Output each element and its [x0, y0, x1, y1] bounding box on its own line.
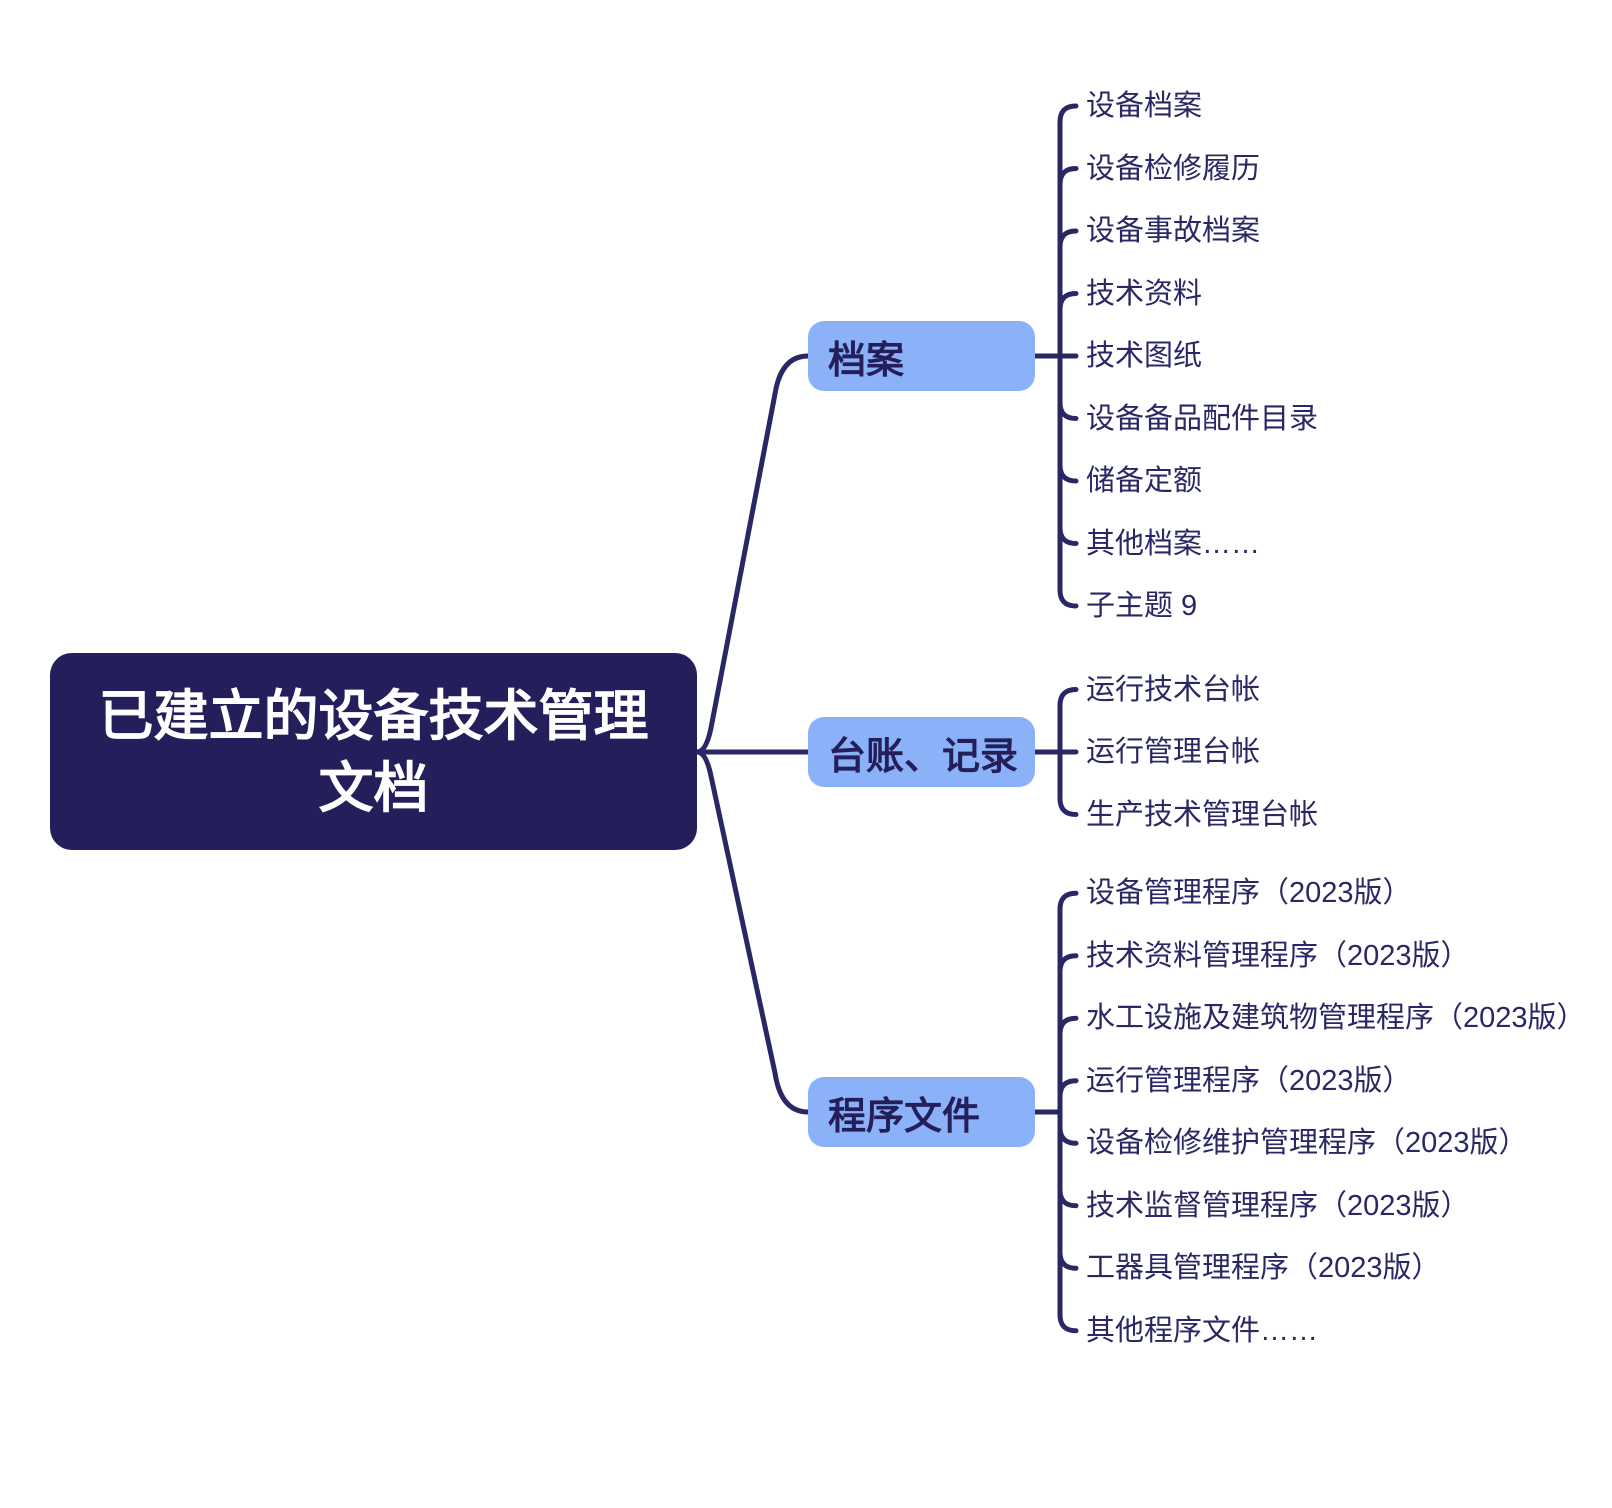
leaf-topic[interactable]: 技术监督管理程序（2023版） — [1086, 1189, 1470, 1222]
root-topic[interactable]: 已建立的设备技术管理文档 — [50, 653, 697, 850]
leaf-topic[interactable]: 其他程序文件…… — [1086, 1314, 1319, 1347]
leaf-topic[interactable]: 技术资料 — [1086, 277, 1203, 310]
leaf-topic[interactable]: 设备检修维护管理程序（2023版） — [1086, 1127, 1528, 1160]
leaf-topic[interactable]: 子主题 9 — [1086, 590, 1198, 622]
leaf-topic[interactable]: 技术图纸 — [1086, 340, 1203, 372]
leaf-topic[interactable]: 设备备品配件目录 — [1086, 402, 1319, 435]
branch-topic-ledgers-records[interactable]: 台账、记录 — [808, 717, 1035, 787]
leaf-topic[interactable]: 生产技术管理台帐 — [1086, 798, 1319, 831]
leaf-topic[interactable]: 运行管理台帐 — [1086, 736, 1261, 768]
leaf-topic[interactable]: 设备事故档案 — [1086, 215, 1261, 247]
branch-topic-procedure-files[interactable]: 程序文件 — [808, 1077, 1035, 1147]
branch-topic-archives[interactable]: 档案 — [808, 321, 1035, 391]
leaf-topic[interactable]: 工器具管理程序（2023版） — [1086, 1252, 1441, 1285]
leaf-topic[interactable]: 设备档案 — [1086, 90, 1203, 122]
leaf-topic[interactable]: 设备管理程序（2023版） — [1086, 877, 1412, 910]
leaf-topic[interactable]: 运行管理程序（2023版） — [1086, 1064, 1412, 1097]
leaf-topic[interactable]: 运行技术台帐 — [1086, 673, 1261, 706]
leaf-topic[interactable]: 水工设施及建筑物管理程序（2023版） — [1086, 1002, 1586, 1035]
leaf-topic[interactable]: 设备检修履历 — [1086, 152, 1261, 185]
leaf-topic[interactable]: 储备定额 — [1086, 465, 1203, 497]
leaf-topic[interactable]: 技术资料管理程序（2023版） — [1086, 939, 1470, 972]
leaf-topic[interactable]: 其他档案…… — [1086, 527, 1261, 560]
